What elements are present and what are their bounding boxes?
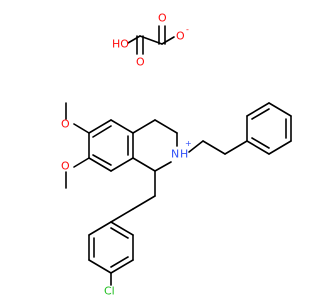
atom-cl: Cl [104,285,115,298]
ph-bond-6 [246,140,270,155]
ring-b-bond-1 [132,119,156,134]
phenethyl-chain-n [188,140,248,155]
ring-a-inner-3 [92,154,112,166]
saturated-ring [132,119,178,172]
atom-o-methoxy-upper: O [61,118,70,131]
chlorophenethyl-chain [110,170,156,223]
atom-n-hydrogen: H [180,148,188,161]
ring-a-bond-4 [110,157,134,172]
bond-ho-c1 [127,35,141,44]
bond-ch2-ph [224,140,248,155]
n-charge: + [185,139,192,148]
clph-bond-4 [88,259,112,274]
atom-o-carbonyl-left: O [136,56,145,69]
ring-b-bond-2 [154,119,178,134]
bond-n-ch2 [188,140,204,153]
ring-a-bond-5 [88,157,112,172]
atom-o-anion: O [176,30,185,43]
atom-o-carbonyl-right: O [158,12,167,25]
ph-inner-3 [251,137,270,149]
phenyl-ring [246,102,292,155]
ring-a-bond-1 [88,119,112,134]
ring-a-inner-1 [92,125,112,138]
atom-ho: HO [112,38,129,51]
chlorophenyl-ring [88,221,134,274]
atom-o-methoxy-lower: O [61,160,70,173]
ph-inner-1 [251,108,270,120]
anion-charge: - [186,25,189,34]
clph-bond-3 [110,259,134,274]
ring-b-bond-5 [132,157,156,172]
chemical-structure: HO O O O - O O N H + [61,12,292,298]
ring-b-bond-4 [154,161,172,172]
bond-ch2-ch2-b [132,195,156,210]
clph-bond-6 [88,221,112,236]
bond-c6-o [73,123,90,134]
ph-bond-5 [268,140,292,155]
atom-n: N [171,148,179,161]
aromatic-ring-left [88,119,134,172]
ring-a-bond-2 [110,119,134,134]
ph-bond-3 [268,102,292,117]
clph-inner-1 [110,227,129,239]
clph-bond-1 [110,221,134,236]
bond-c2-o-anion [161,36,175,45]
bond-c7-o [73,157,90,168]
methoxy-bonds [65,102,90,189]
bond-ch2-ar [110,208,134,223]
ph-bond-2 [246,102,270,117]
bond-ch2-ch2 [202,140,226,155]
oxalate-bonds [127,25,175,55]
clph-inner-2 [110,256,129,268]
